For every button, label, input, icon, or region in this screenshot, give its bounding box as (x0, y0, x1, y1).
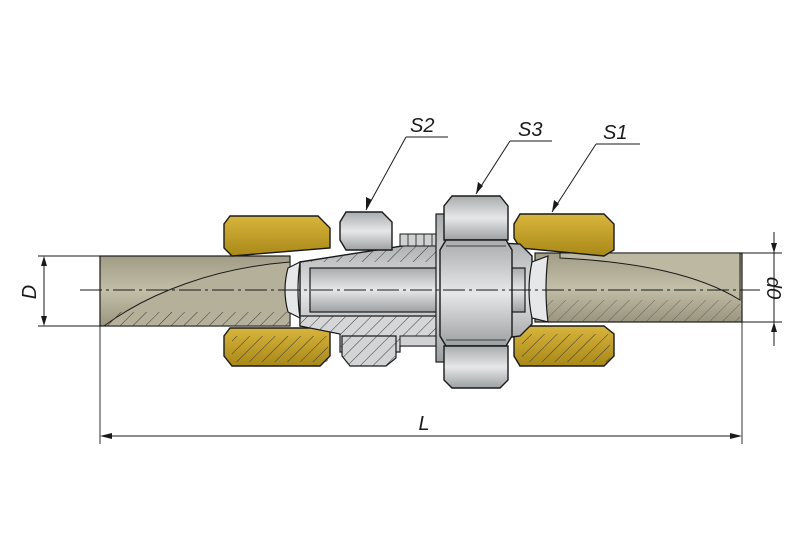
left-tube (99, 255, 291, 327)
label-s1: S1 (603, 122, 627, 144)
label-s3: S3 (518, 119, 542, 141)
dimension-d0: d0 (742, 232, 784, 346)
leader-s3: S3 (475, 119, 552, 195)
leader-s1: S1 (551, 122, 640, 213)
left-union-nut (223, 215, 331, 367)
dimension-l: L (99, 322, 743, 444)
dimension-d: D (19, 255, 100, 327)
label-l: L (418, 413, 429, 435)
right-tube (534, 252, 743, 323)
leader-s2: S2 (365, 115, 448, 211)
small-hex-s2 (339, 211, 397, 367)
label-d0: d0 (762, 277, 784, 299)
label-d: D (19, 285, 41, 299)
right-union-nut (513, 213, 615, 367)
label-s2: S2 (410, 115, 434, 137)
lock-nut-s3 (439, 195, 513, 389)
